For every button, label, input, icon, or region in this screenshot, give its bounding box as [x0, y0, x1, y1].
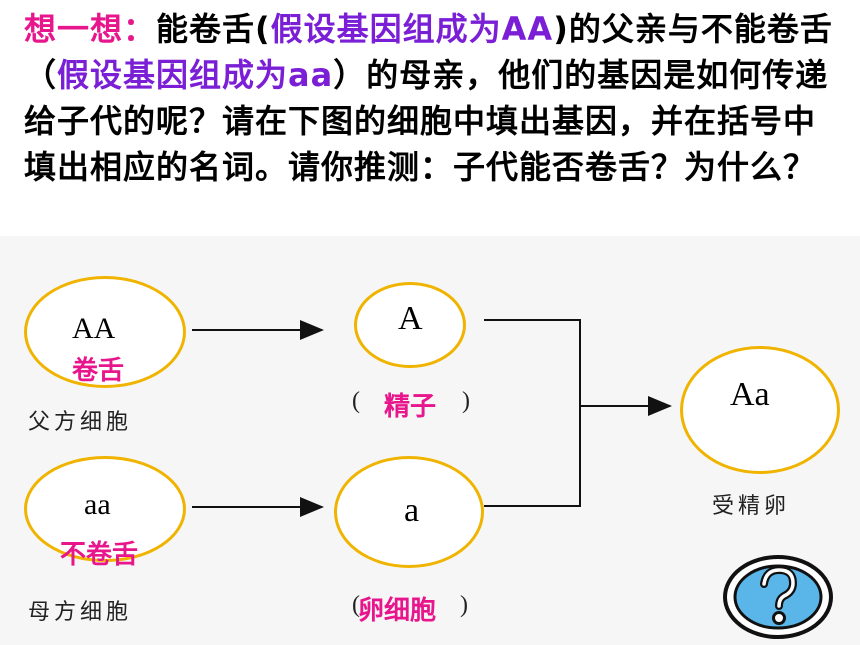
sperm-close-paren: ) — [462, 388, 470, 414]
egg-cell — [334, 456, 484, 568]
father-assumption: 假设基因组成为AA — [270, 10, 554, 48]
sperm-cell — [354, 282, 466, 368]
mother-genotype: aa — [84, 488, 111, 521]
zygote-cell — [680, 346, 840, 474]
father-trait: 卷舌 — [72, 356, 125, 386]
father-caption: 父方细胞 — [28, 410, 133, 435]
question-part-3: ）的母亲，他们的基因是如何传递给子代的呢？请在下图的细胞中填出基因，并在括号中填… — [24, 56, 829, 186]
sperm-gene: A — [398, 300, 423, 337]
sperm-name: 精子 — [384, 392, 437, 422]
merge-bracket — [484, 319, 581, 507]
question-mark-icon[interactable] — [722, 554, 834, 640]
connector-lines — [192, 319, 672, 517]
zygote-caption: 受精卵 — [712, 494, 791, 519]
father-genotype: AA — [72, 312, 116, 345]
egg-name: 卵细胞 — [358, 596, 437, 626]
father-cell — [24, 276, 186, 388]
egg-gene: a — [404, 492, 420, 529]
question-part-1: 能卷舌( — [156, 10, 271, 48]
zygote-genotype: Aa — [730, 376, 770, 413]
mother-cell — [24, 456, 186, 562]
egg-open-paren: ( — [352, 592, 360, 618]
question-prefix: 想一想： — [24, 10, 157, 48]
sperm-open-paren: ( — [352, 388, 360, 414]
egg-close-paren: ) — [460, 592, 468, 618]
question-text: 想一想：能卷舌(假设基因组成为AA)的父亲与不能卷舌（假设基因组成为aa）的母亲… — [24, 6, 844, 190]
mother-caption: 母方细胞 — [28, 600, 133, 625]
question-part-2: )的父亲与不能卷舌（ — [24, 10, 833, 94]
mother-trait: 不卷舌 — [60, 540, 139, 570]
inheritance-diagram: AA 卷舌 父方细胞 aa 不卷舌 母方细胞 A ( 精子 ) a ( 卵细胞 … — [0, 236, 860, 645]
mother-assumption: 假设基因组成为aa — [57, 56, 334, 94]
